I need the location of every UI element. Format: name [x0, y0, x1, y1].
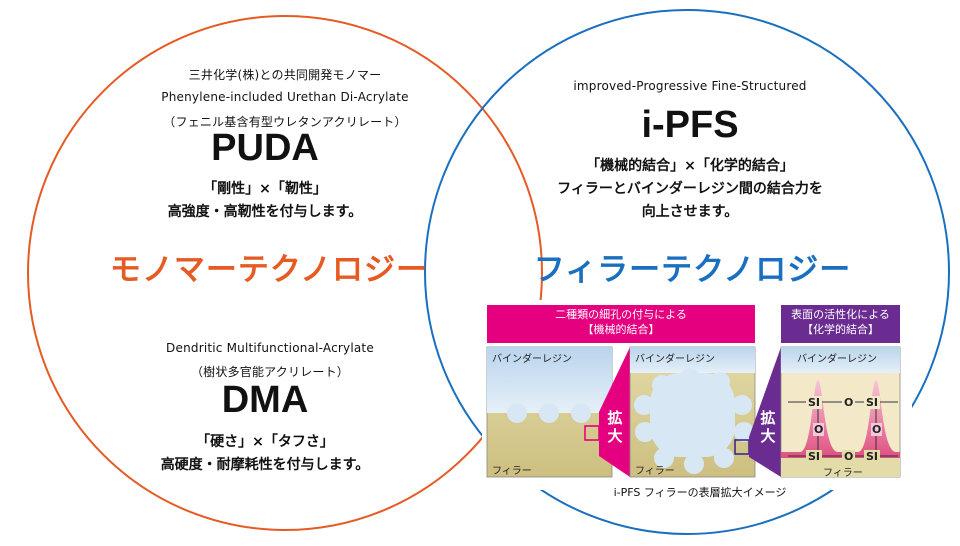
- si-label-bottom-left: SI: [806, 450, 823, 463]
- dma-english-name: Dendritic Multifunctional-Acrylate: [166, 341, 374, 355]
- panel-1-filler-label: フィラー: [492, 466, 532, 477]
- zoom-1-char-1: 拡: [607, 409, 623, 427]
- panel-2: [629, 346, 756, 478]
- panel-3: [780, 346, 901, 478]
- filler-circle: [424, 9, 950, 535]
- zoom-2-char-2: 大: [760, 427, 776, 445]
- panel-2-filler-label: フィラー: [635, 466, 675, 477]
- dma-title: DMA: [221, 379, 309, 421]
- si-label-bottom-right: SI: [864, 450, 881, 463]
- ipfs-description-2: 向上させます。: [641, 204, 739, 220]
- si-label-top-left: SI: [806, 396, 823, 409]
- puda-title: PUDA: [211, 127, 319, 169]
- puda-japanese-name: （フェニル基含有型ウレタンアクリレート）: [163, 115, 407, 129]
- dma-description: 高硬度・耐摩耗性を付与します。: [160, 457, 370, 473]
- zoom-1-char-2: 大: [607, 427, 623, 445]
- mechanical-bond-label-line1: 二種類の細孔の付与による: [555, 308, 687, 321]
- si-label-top-right: SI: [864, 396, 881, 409]
- collab-monomer-label: 三井化学(株)との共同開発モノマー: [188, 68, 382, 82]
- mechanical-bond-label: 二種類の細孔の付与による 【機械的結合】: [487, 305, 755, 343]
- o-label-top: O: [842, 396, 856, 409]
- ipfs-english-name: improved-Progressive Fine-Structured: [573, 79, 807, 93]
- ipfs-description-1: フィラーとバインダーレジン間の結合力を: [557, 181, 823, 197]
- monomer-circle: [27, 15, 543, 531]
- puda-property: 「剛性」×「靭性」: [203, 181, 327, 197]
- chemical-bond-label: 表面の活性化による 【化学的結合】: [781, 305, 900, 343]
- o-label-bottom: O: [842, 450, 856, 463]
- monomer-technology-title: モノマーテクノロジー: [109, 252, 429, 288]
- chemical-bond-label-line1: 表面の活性化による: [791, 308, 890, 321]
- zoom-2-char-1: 拡: [760, 409, 776, 427]
- ipfs-property: 「機械的結合」×「化学的結合」: [586, 158, 794, 174]
- dma-japanese-name: （樹状多官能アクリレート）: [190, 365, 349, 379]
- o-label-right: O: [871, 423, 883, 436]
- panel-3-binder-label: バインダーレジン: [797, 354, 877, 365]
- panel-1-binder-label: バインダーレジン: [492, 354, 572, 365]
- mechanical-bond-label-line2: 【機械的結合】: [582, 323, 660, 336]
- panel-3-filler-label: フィラー: [823, 468, 863, 479]
- filler-technology-title: フィラーテクノロジー: [533, 252, 852, 288]
- puda-english-name: Phenylene-included Urethan Di-Acrylate: [161, 90, 409, 104]
- ipfs-title: i-PFS: [641, 104, 739, 146]
- panel-1: [486, 346, 613, 478]
- panel-2-binder-label: バインダーレジン: [635, 354, 715, 365]
- o-label-left: O: [813, 423, 825, 436]
- zoom-arrow-1: [599, 347, 630, 477]
- puda-description: 高強度・高靭性を付与します。: [167, 204, 363, 220]
- chemical-bond-label-line2: 【化学的結合】: [802, 323, 879, 336]
- dma-property: 「硬さ」×「タフさ」: [196, 434, 334, 450]
- figure-caption: i-PFS フィラーの表層拡大イメージ: [613, 486, 787, 499]
- zoom-arrow-2: [749, 347, 781, 477]
